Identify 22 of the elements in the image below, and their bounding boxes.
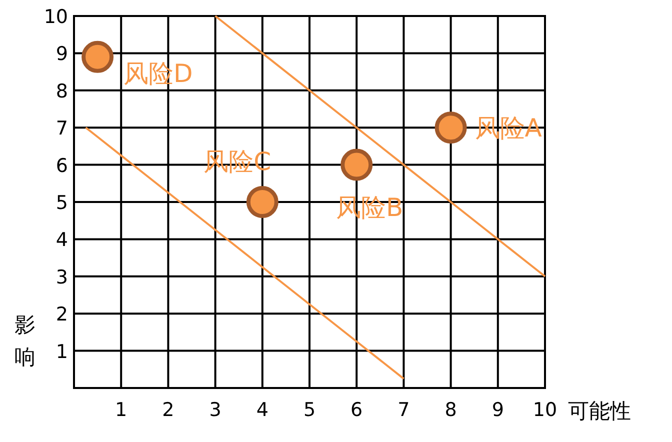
axis-tick-label: 6 xyxy=(56,154,68,177)
axis-tick-label: 1 xyxy=(56,340,68,363)
axis-tick-label: 1 xyxy=(115,399,128,421)
axis-tick-label: 4 xyxy=(56,229,68,252)
axis-tick-label: 5 xyxy=(303,399,316,421)
axis-tick-label: 5 xyxy=(56,192,68,214)
axis-title: 影响 xyxy=(14,313,36,369)
axis-tick-label: 4 xyxy=(256,399,268,421)
axis-tick-label: 9 xyxy=(492,399,504,421)
axis-tick-label: 3 xyxy=(209,399,222,421)
axis-title: 可能性 xyxy=(568,399,631,423)
axis-tick-label: 6 xyxy=(350,399,363,421)
axis-tick-label: 3 xyxy=(56,266,68,288)
axis-tick-label: 2 xyxy=(56,304,68,326)
axis-tick-label: 9 xyxy=(56,43,68,66)
axis-tick-label: 7 xyxy=(56,118,68,140)
axis-tick-label: 10 xyxy=(532,399,558,421)
axis-tick-label: 2 xyxy=(162,399,174,421)
axis-tick-label: 10 xyxy=(44,6,68,28)
axis-tick-label: 7 xyxy=(398,399,410,421)
axis-tick-label: 8 xyxy=(56,80,68,102)
axis-tick-label: 8 xyxy=(444,399,457,421)
